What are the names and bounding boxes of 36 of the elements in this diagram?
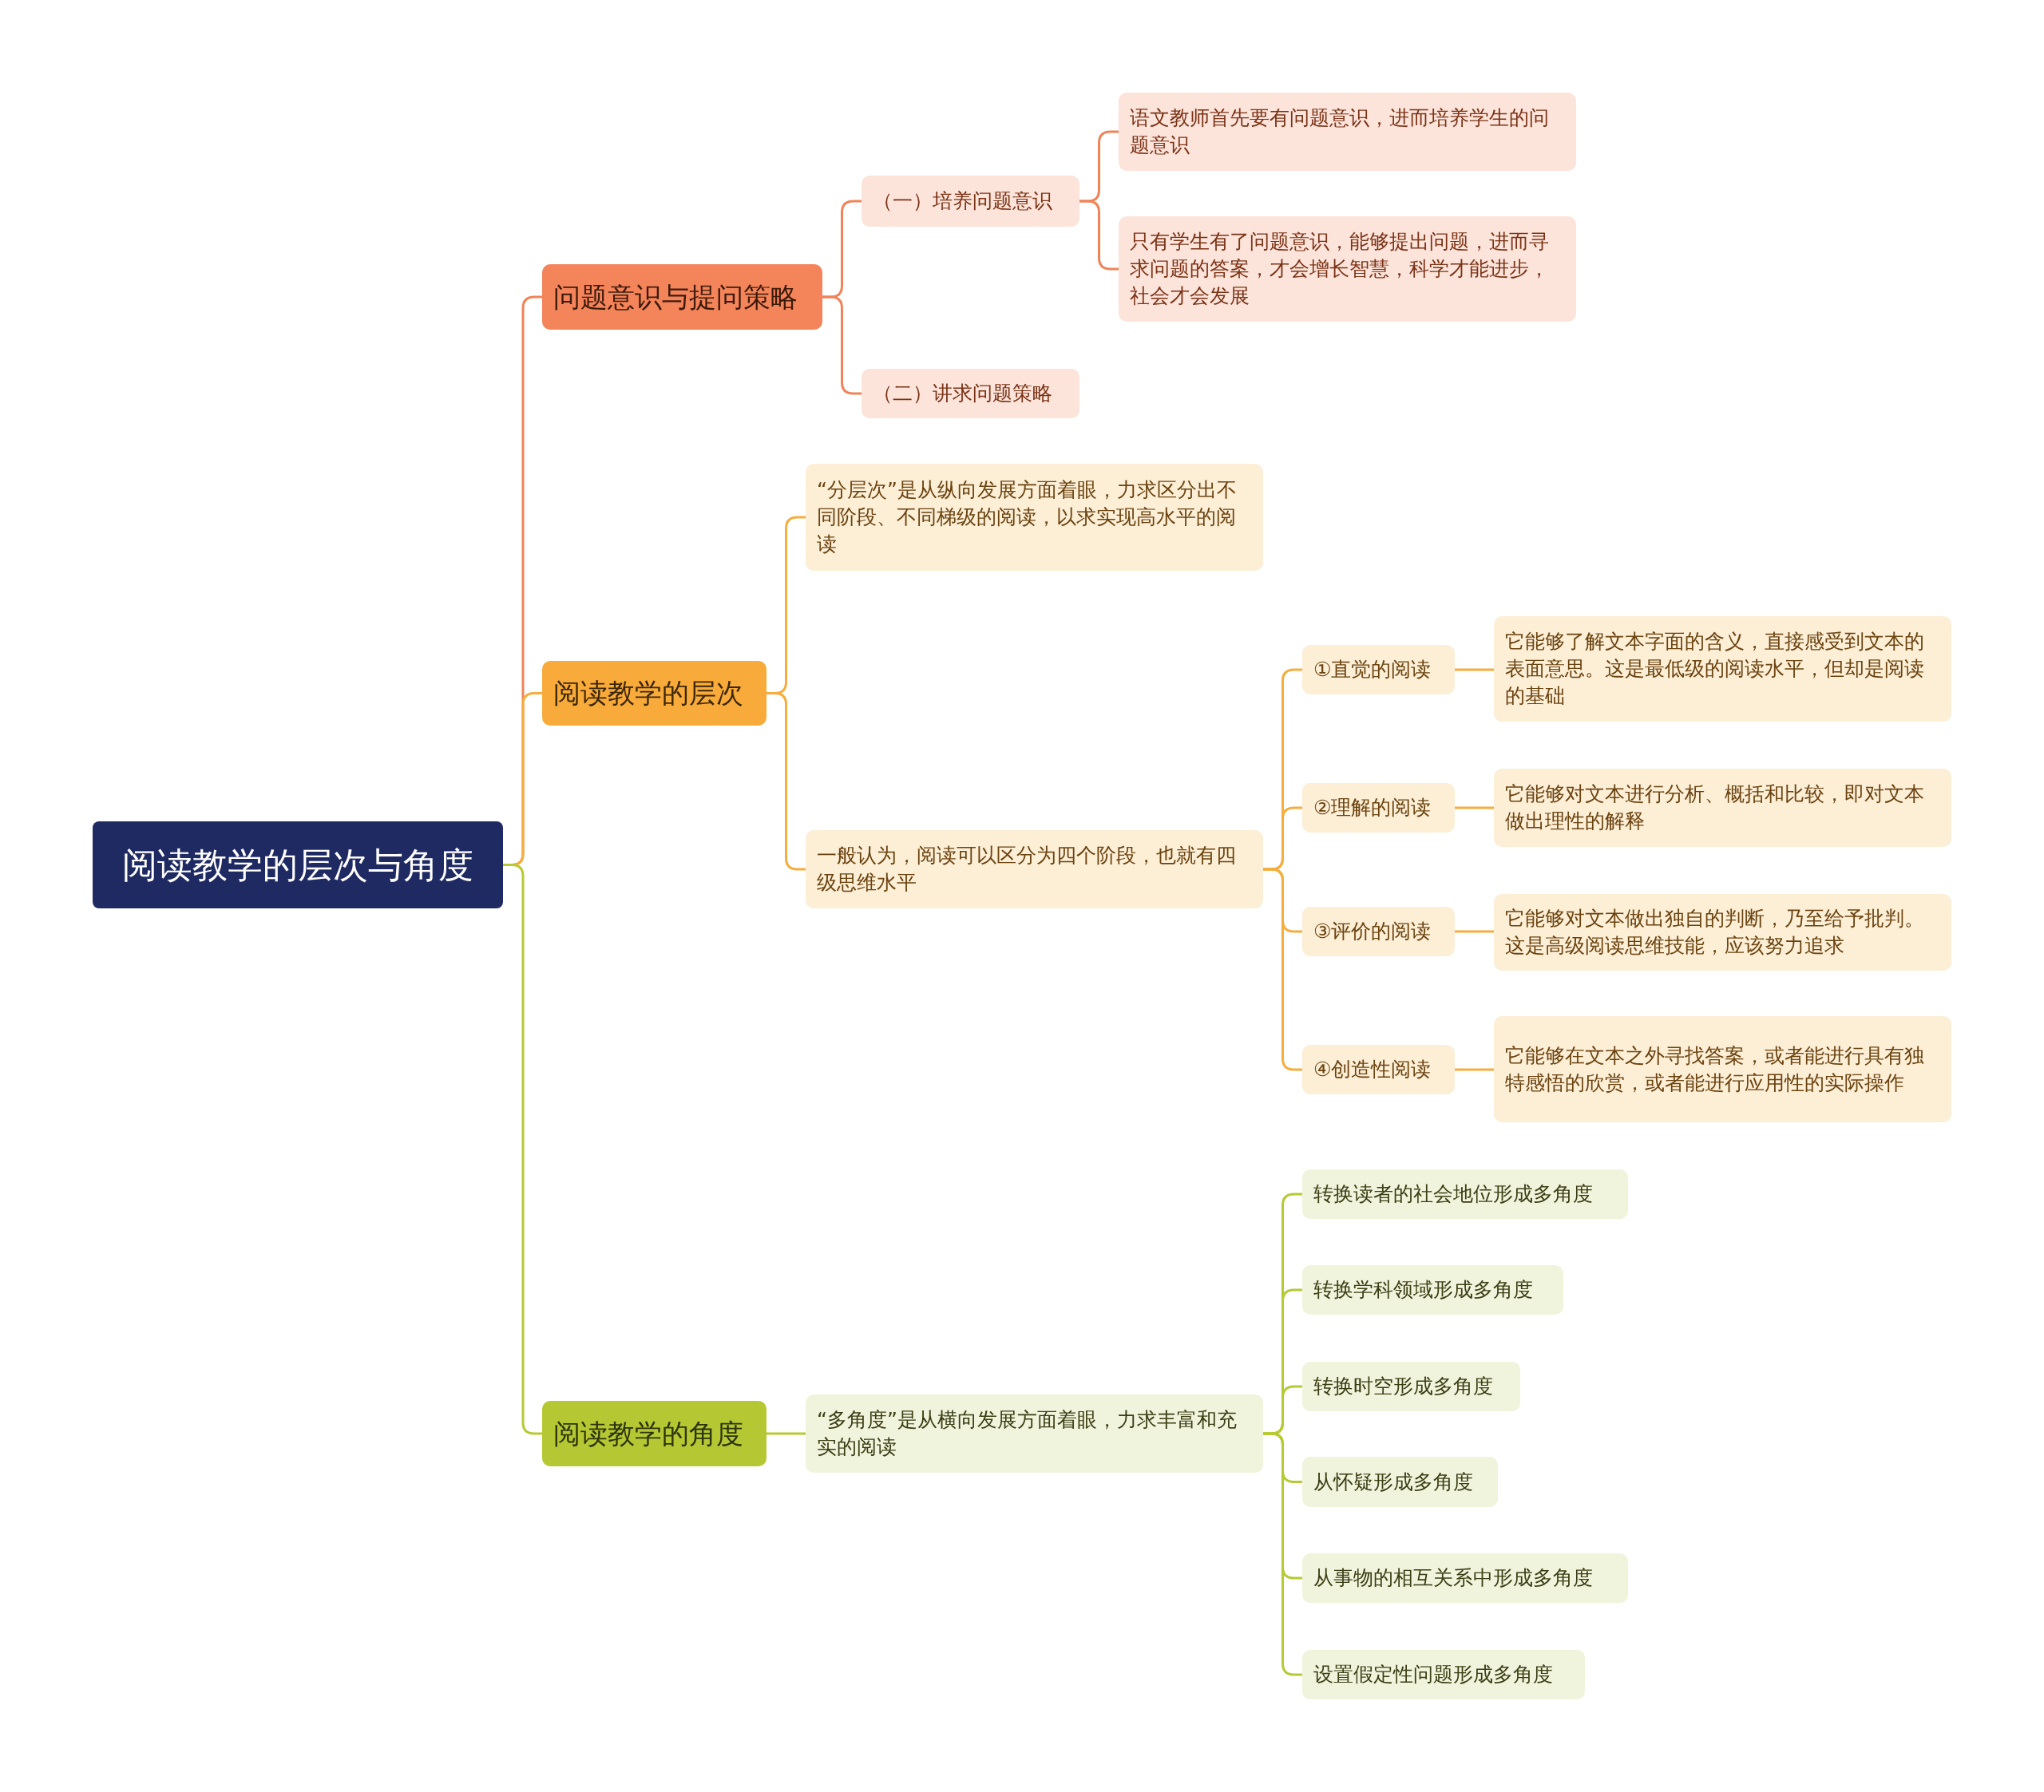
connector-line — [1263, 868, 1302, 1071]
main-branch-topic: 问题意识与提问策略 — [542, 264, 822, 330]
subtopic: 一般认为，阅读可以区分为四个阶段，也就有四级思维水平 — [806, 830, 1263, 908]
detail-note: 转换读者的社会地位形成多角度 — [1302, 1169, 1628, 1219]
detail-note: 它能够了解文本字面的含义，直接感受到文本的表面意思。这是最低级的阅读水平，但却是阅读的基础 — [1494, 616, 1951, 722]
detail-note: 转换学科领域形成多角度 — [1302, 1265, 1563, 1315]
connector-line — [1455, 806, 1494, 809]
detail-note: 它能够对文本进行分析、概括和比较，即对文本做出理性的解释 — [1494, 769, 1951, 847]
connector-line — [766, 692, 806, 871]
connector-line — [766, 1432, 806, 1435]
detail-note: 从事物的相互关系中形成多角度 — [1302, 1553, 1628, 1603]
detail-note: 设置假定性问题形成多角度 — [1302, 1650, 1585, 1699]
detail-note: 语文教师首先要有问题意识，进而培养学生的问题意识 — [1119, 93, 1576, 171]
detail-note: ①直觉的阅读 — [1302, 645, 1455, 694]
subtopic: “多角度”是从横向发展方面着眼，力求丰富和充实的阅读 — [806, 1394, 1263, 1473]
detail-note: 只有学生有了问题意识，能够提出问题，进而寻求问题的答案，才会增长智慧，科学才能进步，社会才会发展 — [1119, 216, 1576, 322]
detail-note: ②理解的阅读 — [1302, 783, 1455, 833]
connector-line — [503, 864, 542, 1435]
subtopic: （二）讲求问题策略 — [862, 369, 1079, 418]
detail-note: 从怀疑形成多角度 — [1302, 1457, 1498, 1507]
connector-line — [1455, 930, 1494, 933]
main-branch-topic: 阅读教学的角度 — [542, 1401, 766, 1466]
connector-line — [1079, 200, 1119, 271]
detail-note: 它能够在文本之外寻找答案，或者能进行具有独特感悟的欣赏，或者能进行应用性的实际操作 — [1494, 1016, 1951, 1122]
connector-line — [1455, 668, 1494, 671]
detail-note: ④创造性阅读 — [1302, 1045, 1455, 1094]
connector-line — [822, 295, 862, 395]
central-topic: 阅读教学的层次与角度 — [93, 821, 503, 908]
detail-note: 它能够对文本做出独自的判断，乃至给予批判。这是高级阅读思维技能，应该努力追求 — [1494, 894, 1951, 971]
detail-note: 转换时空形成多角度 — [1302, 1362, 1520, 1411]
subtopic: “分层次”是从纵向发展方面着眼，力求区分出不同阶段、不同梯级的阅读，以求实现高水平的阅读 — [806, 464, 1263, 571]
detail-note: ③评价的阅读 — [1302, 907, 1455, 956]
subtopic: （一）培养问题意识 — [862, 176, 1079, 227]
connector-line — [1455, 1068, 1494, 1071]
main-branch-topic: 阅读教学的层次 — [542, 661, 766, 726]
connector-line — [1263, 1432, 1302, 1676]
